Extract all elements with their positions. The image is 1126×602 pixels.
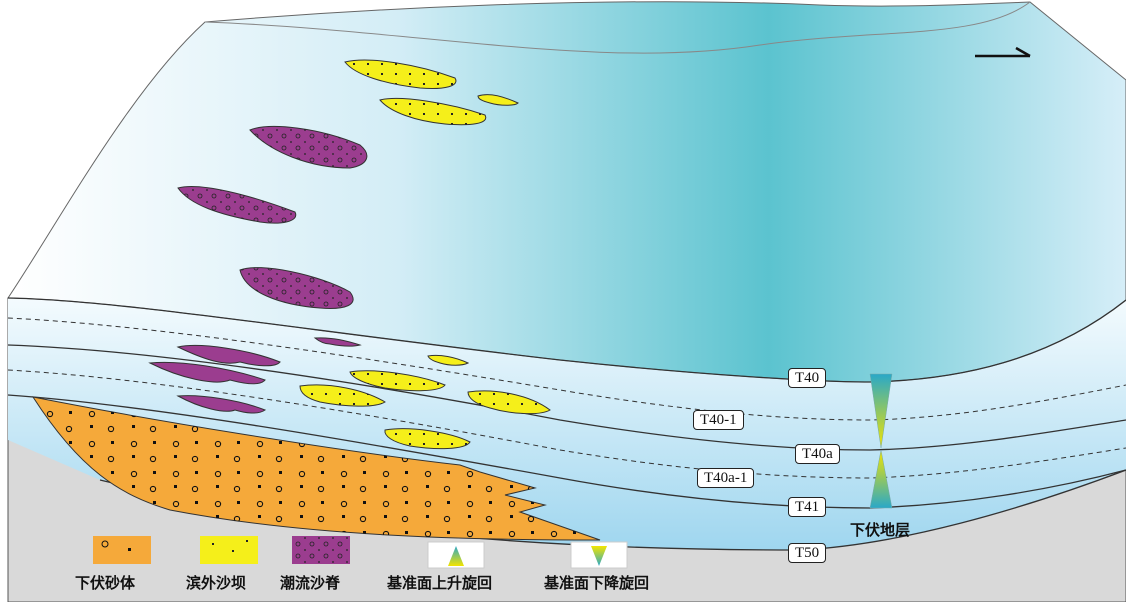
horizon-label-t41: T41 xyxy=(788,497,827,517)
horizon-label-t50: T50 xyxy=(788,543,827,563)
horizon-line-t40a xyxy=(7,344,1126,451)
legend-label-rise-cycle: 基准面上升旋回 xyxy=(387,574,493,592)
base-fall-triangle xyxy=(869,373,893,449)
legend-swatch-underlying-sand xyxy=(93,536,151,564)
base-rise-triangle xyxy=(869,449,893,509)
horizon-line-t40-1 xyxy=(7,317,1126,421)
horizon-label-t40-1: T40-1 xyxy=(693,410,744,430)
offshore-bar xyxy=(477,94,519,106)
horizon-line-t41 xyxy=(7,394,1126,509)
tidal-ridges-section xyxy=(148,337,362,414)
legend-label-underlying-sand: 下伏砂体 xyxy=(75,574,136,592)
surface-edge-line xyxy=(204,1,1031,54)
cycle-symbols xyxy=(869,373,893,509)
legend-swatches xyxy=(93,536,628,569)
legend-swatch-offshore-bar xyxy=(200,536,258,564)
horizon-label-t40a-1: T40a-1 xyxy=(697,468,755,488)
horizon-label-t40a: T40a xyxy=(795,444,840,464)
horizon-line-t40 xyxy=(7,297,1126,383)
north-arrow-icon xyxy=(975,46,1031,58)
horizon-line-t40a-1 xyxy=(7,369,1126,479)
underlying-strata-label: 下伏地层 xyxy=(850,521,911,539)
horizon-label-t40: T40 xyxy=(788,368,827,388)
tidal-ridges-top xyxy=(177,126,368,309)
legend-label-fall-cycle: 基准面下降旋回 xyxy=(544,574,650,592)
legend-label-offshore-bar: 滨外沙坝 xyxy=(186,574,247,592)
underlying-sand-pattern xyxy=(33,397,600,540)
legend-label-tidal-ridge: 潮流沙脊 xyxy=(280,574,341,592)
offshore-bars-section xyxy=(299,354,551,450)
offshore-bars-top xyxy=(344,59,519,126)
